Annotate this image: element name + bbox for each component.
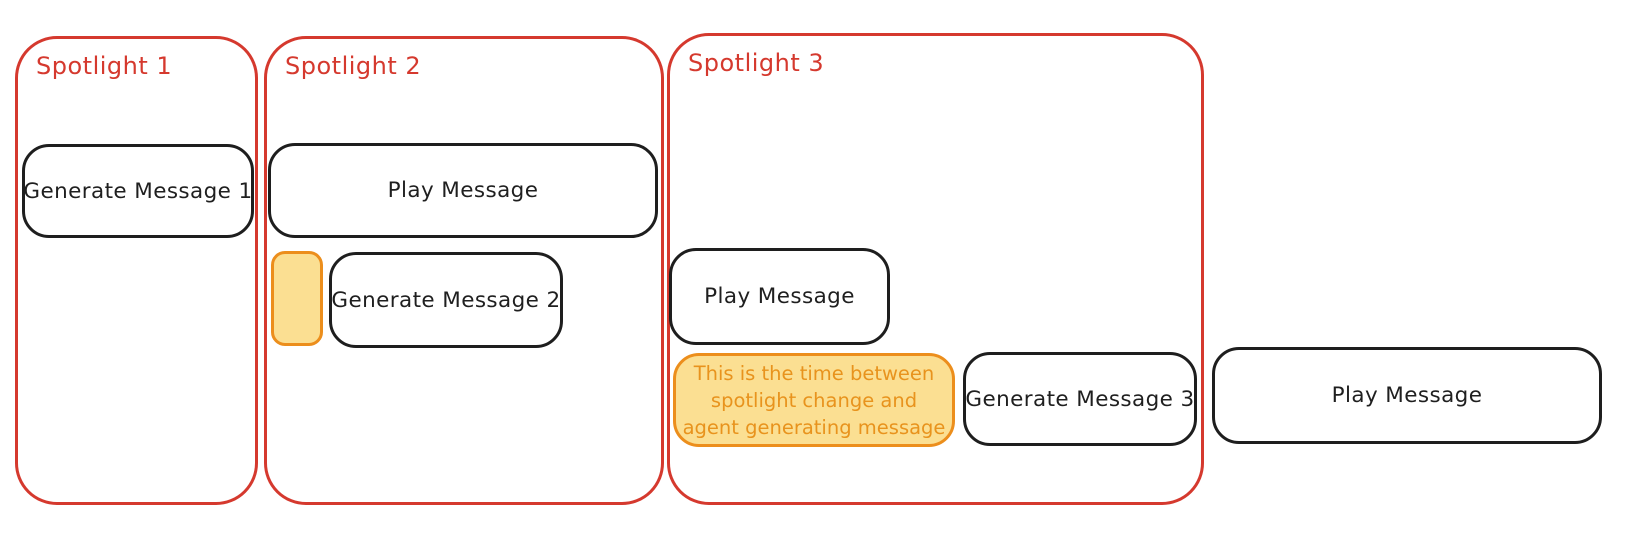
timing-gap-note-line-2: spotlight change and <box>710 388 918 412</box>
spotlight-3-container: Spotlight 3 <box>667 33 1204 505</box>
spotlight-2-container: Spotlight 2 <box>264 36 664 505</box>
spotlight-1-container: Spotlight 1 <box>15 36 258 505</box>
spotlight-3-label: Spotlight 3 <box>688 49 825 77</box>
generate-message-2-box: Generate Message 2 <box>329 252 563 348</box>
timing-gap-marker <box>271 251 323 346</box>
generate-message-3-box: Generate Message 3 <box>963 352 1197 446</box>
play-message-spotlight-2-box: Play Message <box>268 143 658 238</box>
timing-gap-note-line-3: agent generating message <box>682 415 946 439</box>
spotlight-2-label: Spotlight 2 <box>285 52 422 80</box>
timing-gap-note-line-1: This is the time between <box>693 361 935 385</box>
generate-message-1-box: Generate Message 1 <box>22 144 254 238</box>
play-message-spotlight-3-box: Play Message <box>669 248 890 345</box>
spotlight-1-label: Spotlight 1 <box>36 52 173 80</box>
play-message-outside-box: Play Message <box>1212 347 1602 444</box>
timing-gap-note: This is the time between spotlight chang… <box>673 353 955 447</box>
